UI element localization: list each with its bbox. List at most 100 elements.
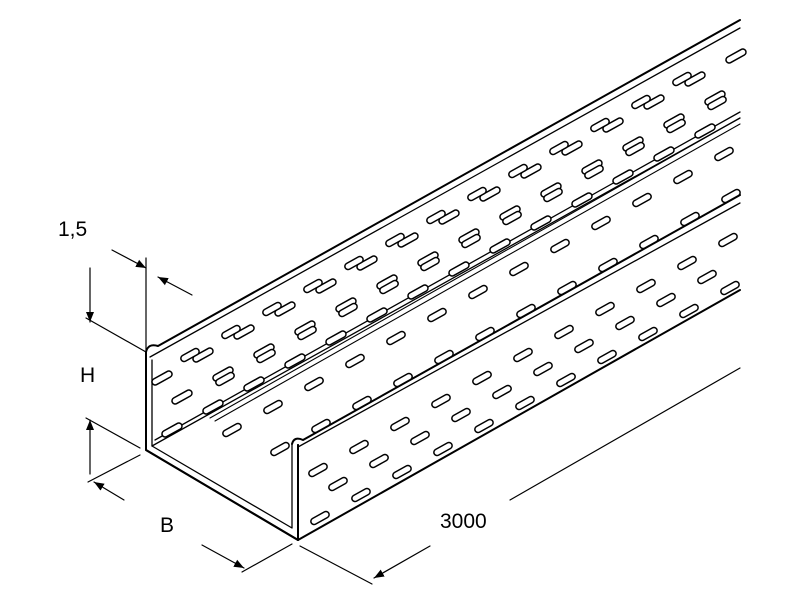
perforation-slot	[591, 215, 611, 231]
left-wall-lip-inner	[149, 27, 741, 358]
perforation-slot	[474, 418, 494, 434]
perforation-slot	[222, 422, 242, 438]
left-wall-inner-bottom	[151, 117, 741, 447]
perforation-slot	[420, 256, 440, 272]
perforation-slot	[215, 371, 235, 387]
perforation-slot	[386, 330, 406, 346]
perforation-slot	[351, 487, 371, 503]
perforation-slot	[636, 278, 656, 294]
perforation-slot	[679, 303, 699, 319]
perforation-slot	[508, 163, 528, 179]
perforation-slot	[556, 372, 576, 388]
perforation-slot	[516, 303, 536, 319]
perforation-slot	[338, 302, 358, 318]
perforation-slot	[489, 238, 511, 254]
right-wall-top-lip	[291, 194, 741, 445]
perforation-slot	[407, 284, 429, 300]
perforation-slot	[467, 186, 487, 202]
floor-ridge-2	[214, 123, 741, 422]
perforation-slot	[707, 95, 727, 111]
perforation-slot	[680, 211, 700, 227]
perforation-slot	[233, 324, 255, 340]
perforation-slot	[366, 307, 388, 323]
perforation-slot	[410, 430, 430, 446]
perforation-slot	[653, 146, 675, 162]
perforation-slot	[171, 389, 193, 405]
perforation-slot	[468, 284, 488, 300]
perforation-slot	[431, 393, 451, 409]
perforation-slot	[151, 370, 173, 386]
perforation-slot	[303, 278, 323, 294]
perforation-slot	[598, 257, 618, 273]
perforation-slot	[448, 261, 470, 277]
perforation-slot	[574, 338, 594, 354]
perforation-slot	[352, 395, 372, 411]
perforation-slot	[554, 324, 574, 340]
perforation-slot	[718, 232, 738, 248]
perforation-slot	[625, 141, 645, 157]
perforation-slot	[694, 123, 716, 139]
right-wall-lip-inner	[297, 202, 741, 448]
left-wall-top-lip	[145, 19, 741, 353]
length-dimension: 3000	[299, 367, 741, 585]
perforation-slot	[684, 71, 706, 87]
thickness-label: 1,5	[58, 218, 87, 241]
front-section-inner	[151, 359, 293, 529]
cable-tray	[145, 19, 747, 541]
perforation-slot	[433, 441, 453, 457]
perforation-slot	[256, 348, 276, 364]
perforation-slot	[595, 301, 615, 317]
perforation-slot	[356, 255, 378, 271]
perforation-slot	[393, 372, 413, 388]
perforation-slot	[263, 399, 283, 415]
perforation-slot	[530, 215, 552, 231]
perforation-slot	[180, 347, 200, 363]
perforation-slot	[543, 187, 563, 203]
perforation-slot	[461, 233, 481, 249]
perforation-slot	[502, 210, 522, 226]
perforation-slot	[284, 353, 306, 369]
perforation-slot	[438, 209, 460, 225]
width-label: B	[160, 514, 174, 537]
perforation-slot	[513, 347, 533, 363]
perforation-slot	[349, 439, 369, 455]
perforation-slot	[720, 280, 740, 296]
perforation-slot	[631, 94, 651, 110]
perforation-slot	[479, 186, 501, 202]
perforation-slot	[426, 209, 446, 225]
perforation-slot	[427, 307, 447, 323]
perforation-slot	[561, 140, 583, 156]
floor-ridge-1	[209, 117, 741, 419]
perforation-slot	[274, 301, 296, 317]
height-label: H	[80, 364, 95, 387]
perforation-slot	[584, 164, 604, 180]
perforation-slot	[262, 301, 282, 317]
perforation-slot	[550, 238, 570, 254]
perforation-slot	[202, 399, 224, 415]
perforation-slot	[392, 464, 412, 480]
left-wall-inner-edge	[154, 111, 741, 441]
length-label: 3000	[440, 510, 487, 533]
front-section-outer	[145, 351, 299, 541]
perforation-slot	[632, 192, 652, 208]
perforation-slot	[161, 422, 183, 438]
height-dimension: H	[80, 267, 147, 475]
perforation-slot	[714, 146, 734, 162]
perforation-slot	[672, 71, 692, 87]
perforation-slot	[602, 117, 624, 133]
perforation-slot	[369, 453, 389, 469]
perforation-slot	[590, 117, 610, 133]
perforation-slot	[297, 325, 317, 341]
perforation-slot	[385, 232, 405, 248]
perforation-slot	[612, 169, 634, 185]
perforation-slot	[638, 326, 658, 342]
perforation-slot	[597, 349, 617, 365]
perforation-slot	[315, 278, 337, 294]
perforation-slot	[725, 48, 747, 64]
perforation-slot	[311, 418, 331, 434]
perforation-slot	[344, 255, 364, 271]
perforation-slot	[520, 163, 542, 179]
perforation-slot	[397, 232, 419, 248]
perforation-slot	[451, 407, 471, 423]
